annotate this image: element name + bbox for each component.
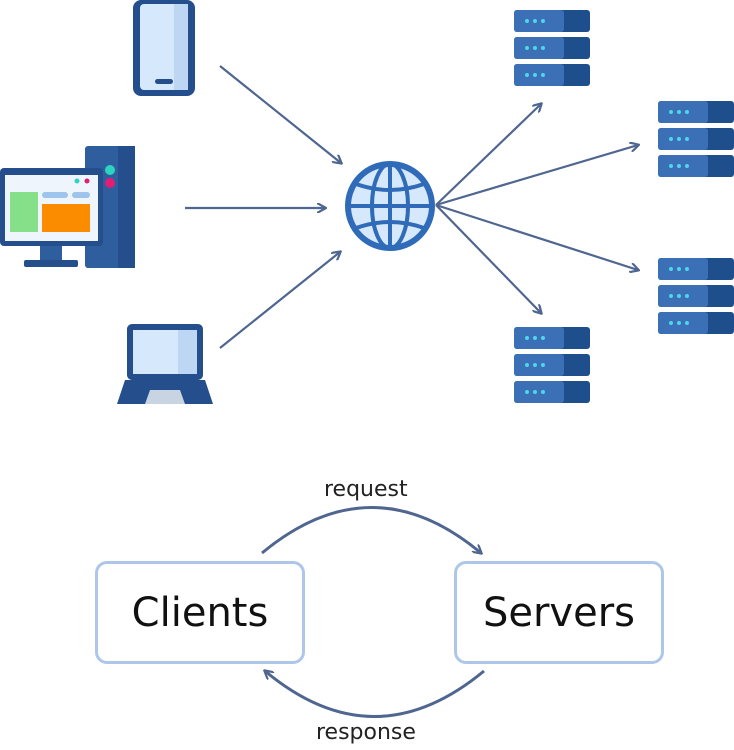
- request-arrow: [261, 506, 481, 554]
- server-rack-icon: [514, 327, 590, 403]
- globe-icon: [345, 161, 435, 251]
- arrow-globe-to-server-2: [435, 145, 638, 207]
- clients-box: Clients: [95, 561, 305, 664]
- response-arrow: [265, 671, 485, 718]
- clients-label: Clients: [131, 589, 269, 636]
- arrow-phone-to-globe: [219, 65, 341, 163]
- arrow-globe-to-server-4: [435, 204, 541, 313]
- servers-box: Servers: [454, 561, 664, 664]
- request-label: request: [324, 477, 408, 502]
- arrow-laptop-to-globe: [219, 252, 340, 349]
- arrow-globe-to-server-1: [435, 104, 541, 206]
- server-rack-icon: [658, 258, 734, 334]
- smartphone-icon: [133, 0, 195, 96]
- server-rack-icon: [658, 101, 734, 177]
- arrow-globe-to-server-3: [435, 203, 638, 270]
- desktop-computer-icon: [0, 146, 135, 268]
- servers-label: Servers: [482, 589, 635, 636]
- response-label: response: [316, 720, 416, 745]
- laptop-icon: [117, 324, 213, 404]
- server-rack-icon: [514, 10, 590, 86]
